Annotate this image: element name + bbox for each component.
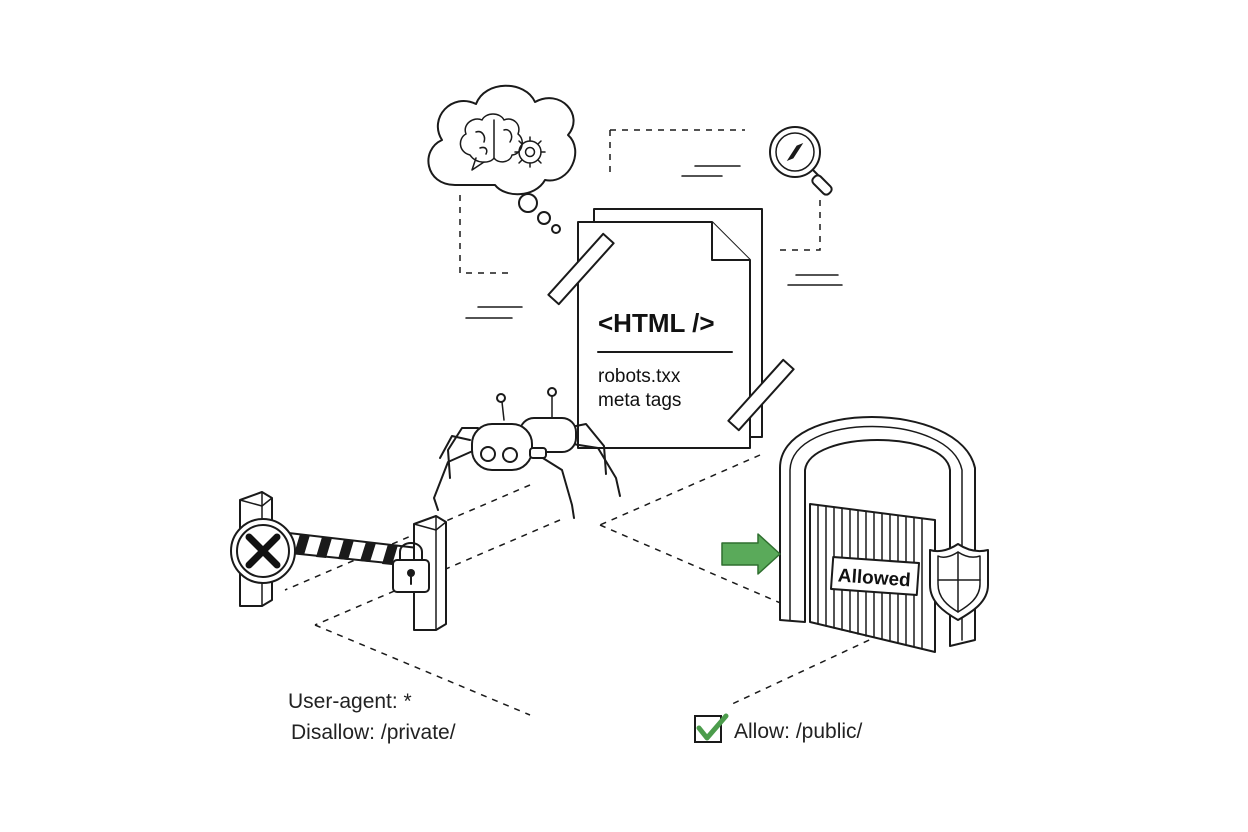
brain-icon: [459, 113, 523, 171]
tape-strip-top: [547, 232, 615, 306]
checkbox-icon: [694, 713, 729, 743]
document-line-meta: meta tags: [598, 390, 681, 411]
spider-robot-icon: [433, 387, 621, 519]
gear-icon: [514, 136, 546, 168]
allowed-badge: Allowed: [837, 565, 911, 591]
user-agent-rule: User-agent: *: [288, 690, 412, 713]
html-document: <HTML /> robots.txx meta tags: [547, 208, 795, 449]
document-title: <HTML />: [598, 308, 715, 338]
thought-cloud: [427, 84, 577, 234]
arched-gate: Allowed: [779, 416, 976, 653]
padlock-icon: [392, 542, 430, 593]
disallow-rule: Disallow: /private/: [291, 721, 456, 744]
allow-rule: Allow: /public/: [734, 720, 863, 743]
document-line-robots: robots.txx: [598, 366, 681, 387]
allow-rule-group: Allow: /public/: [694, 713, 863, 743]
x-mark-icon: [230, 518, 296, 584]
shield-icon: [929, 543, 989, 621]
arrow-icon: [721, 533, 781, 575]
accent-lines: [465, 165, 843, 319]
disallow-rules: User-agent: * Disallow: /private/: [288, 690, 456, 744]
compass-magnifier-icon: [769, 126, 833, 196]
tape-strip-bottom: [727, 358, 795, 432]
